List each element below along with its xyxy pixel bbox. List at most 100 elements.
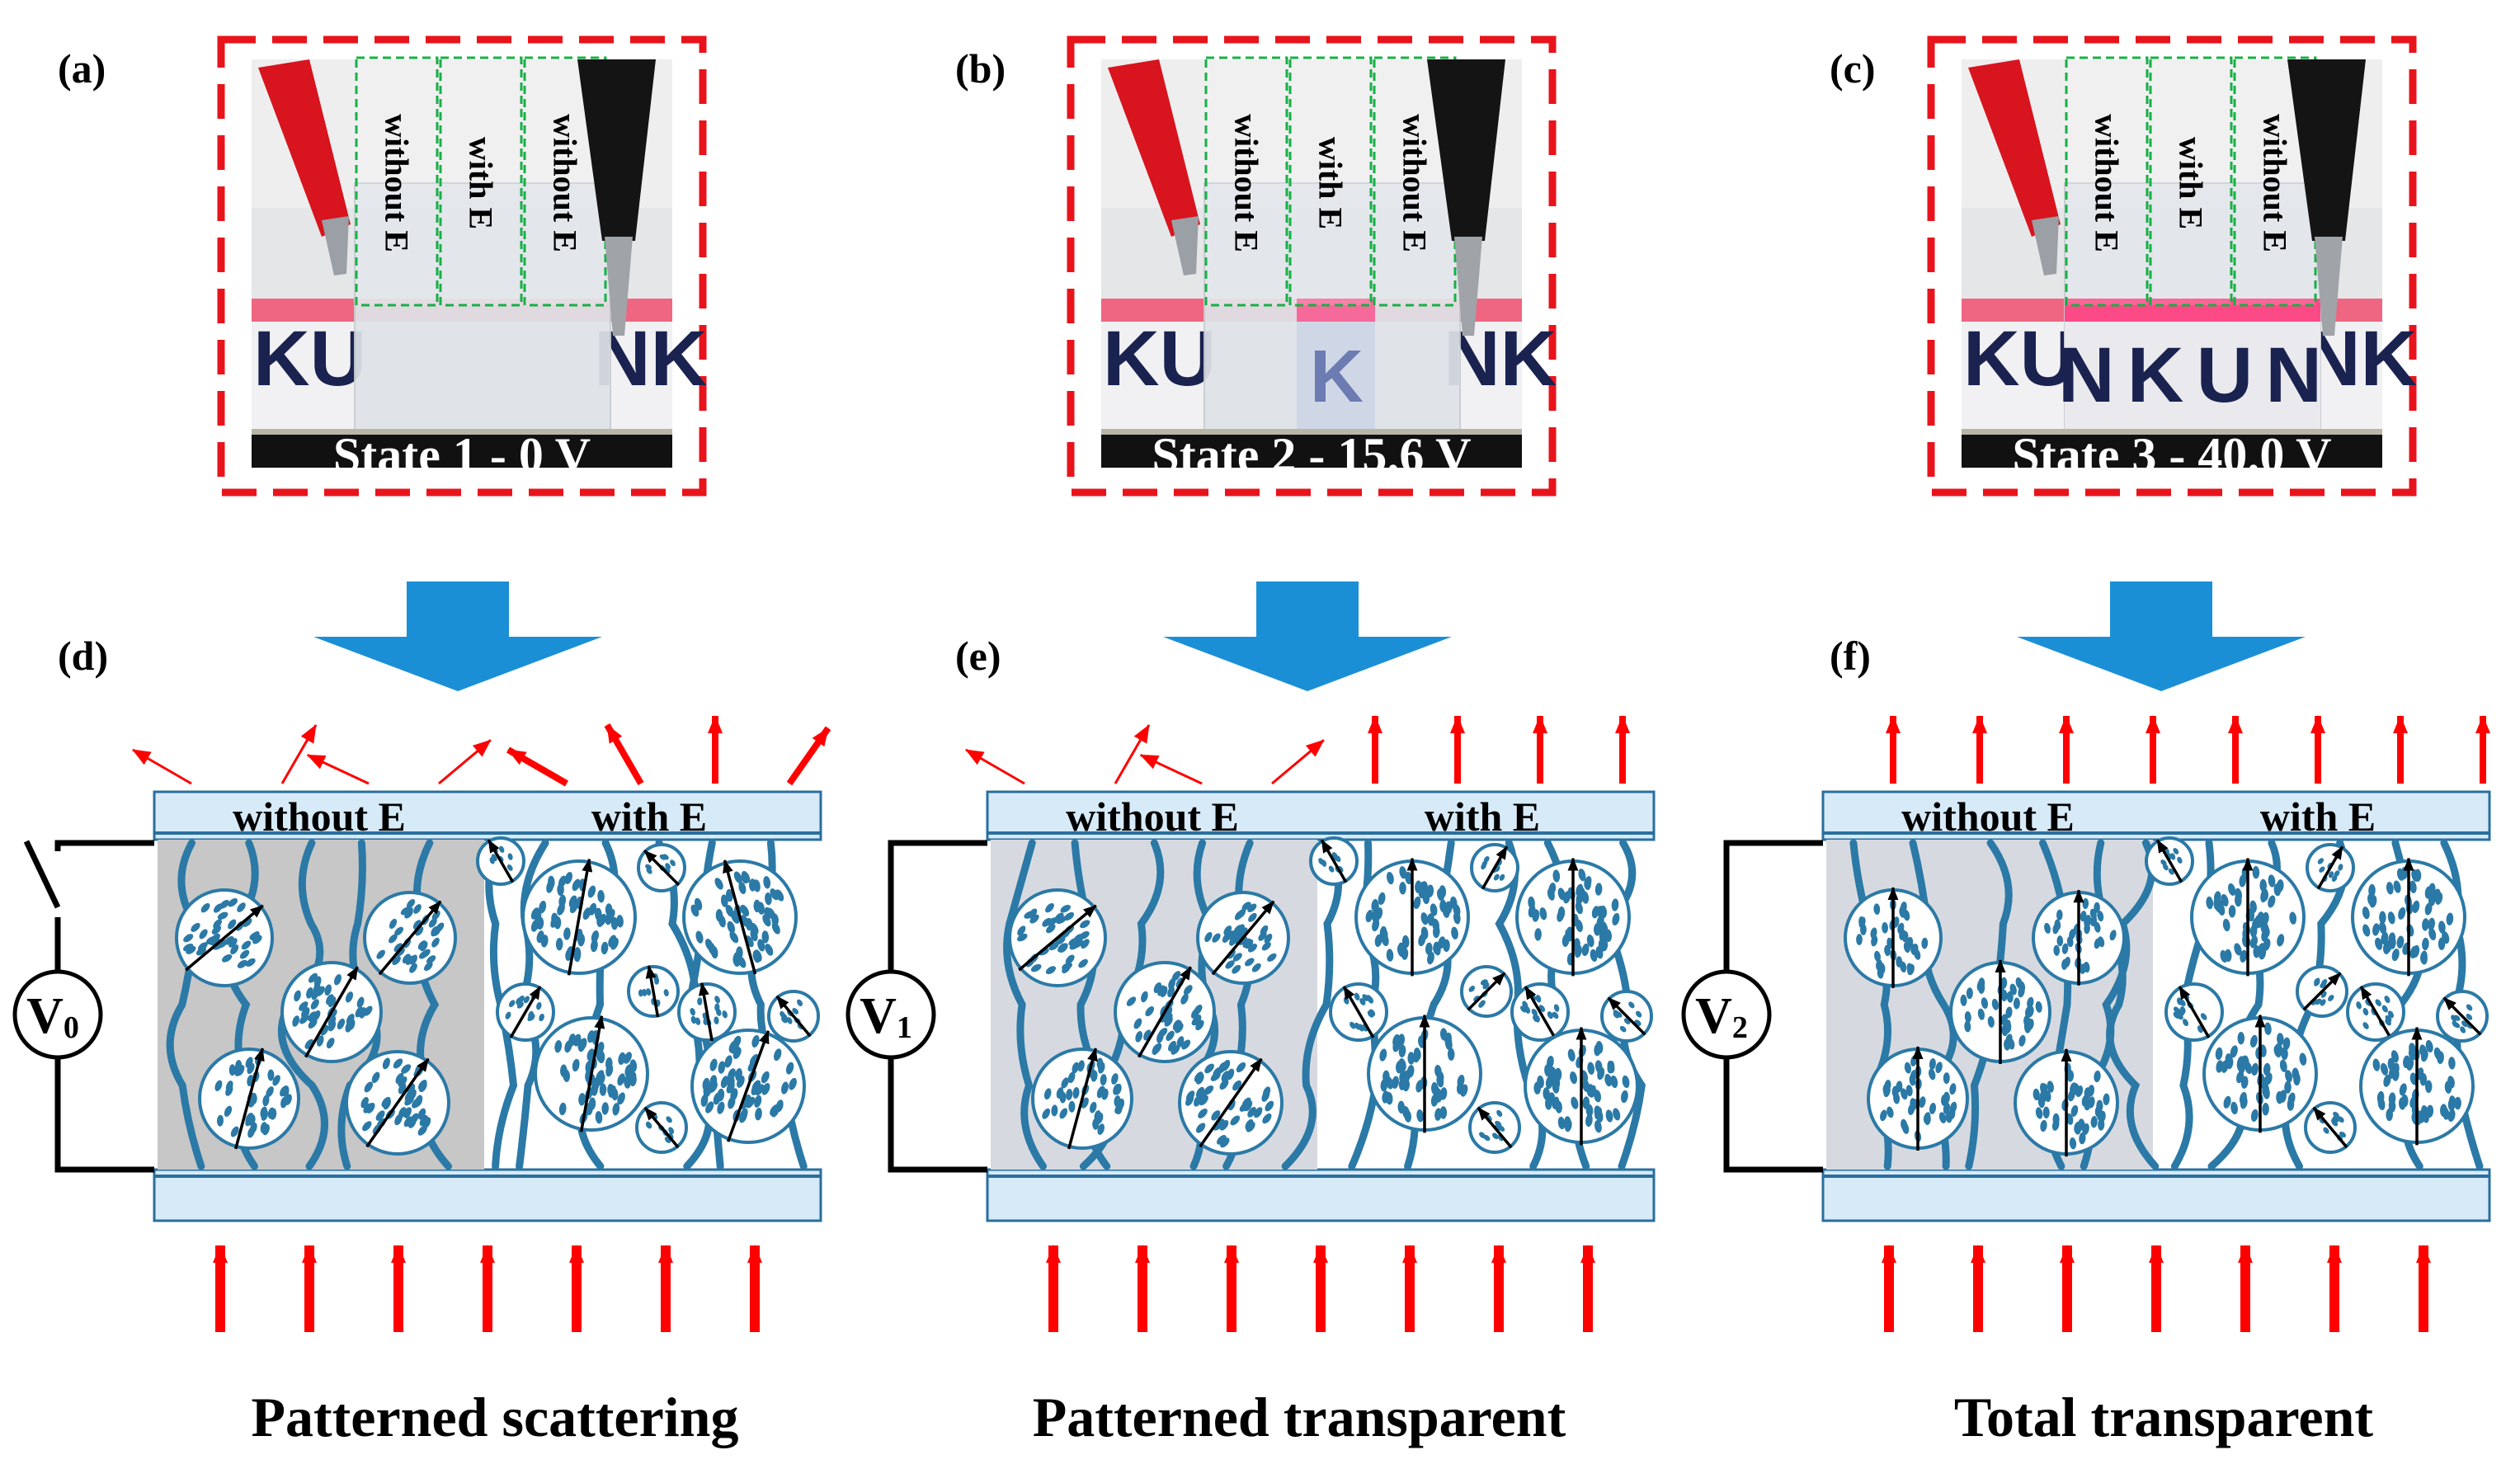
lc-molecule bbox=[751, 1034, 760, 1048]
lc-molecule bbox=[1164, 1016, 1173, 1027]
lc-molecule bbox=[1443, 939, 1450, 953]
transmitted-light-arrow bbox=[1139, 753, 1203, 785]
lc-molecule bbox=[2254, 915, 2263, 929]
lc-molecule bbox=[2362, 1007, 2369, 1016]
lc-droplet bbox=[627, 965, 680, 1018]
region-box-2: with E bbox=[2149, 56, 2233, 307]
lc-molecule bbox=[1399, 882, 1406, 895]
lc-molecule bbox=[1581, 943, 1590, 957]
lc-molecule bbox=[738, 881, 747, 895]
lc-molecule bbox=[629, 1059, 638, 1072]
lc-molecule bbox=[1883, 1085, 1891, 1098]
lc-molecule bbox=[230, 1126, 239, 1137]
lc-molecule bbox=[1402, 1105, 1410, 1119]
director-arrow bbox=[1477, 1106, 1513, 1149]
panel-letter-f: (f) bbox=[1830, 633, 1871, 679]
lc-molecule bbox=[2249, 935, 2258, 949]
circuit-wire-bottom bbox=[54, 1057, 154, 1173]
director-arrow bbox=[304, 966, 360, 1058]
lc-molecule bbox=[1460, 1084, 1468, 1097]
lc-molecule bbox=[1553, 1004, 1560, 1012]
lc-molecule bbox=[2094, 902, 2100, 913]
lc-molecule bbox=[1078, 958, 1088, 968]
lc-molecule bbox=[2018, 1034, 2026, 1047]
lc-molecule bbox=[563, 1069, 571, 1082]
voltage-label: V0 bbox=[26, 988, 79, 1045]
lc-molecule bbox=[1267, 953, 1277, 962]
director-arrow bbox=[2316, 845, 2344, 890]
lc-molecule bbox=[717, 1088, 725, 1102]
lc-molecule bbox=[1181, 1039, 1191, 1050]
lc-molecule bbox=[2080, 911, 2087, 922]
lc-droplet bbox=[521, 858, 637, 976]
lc-molecule bbox=[1919, 1096, 1926, 1109]
bottom-glass bbox=[153, 1168, 822, 1222]
panel-letter-d: (d) bbox=[58, 633, 108, 679]
lc-molecule bbox=[1612, 912, 1620, 926]
lc-droplet bbox=[345, 1050, 450, 1156]
green-dashed-box bbox=[2065, 56, 2149, 307]
lc-molecule bbox=[739, 1110, 747, 1123]
lc-molecule bbox=[308, 1019, 318, 1029]
lc-molecule bbox=[733, 871, 742, 884]
black-clip bbox=[577, 59, 656, 336]
lc-molecule bbox=[714, 1016, 719, 1024]
director-arrow bbox=[1137, 966, 1193, 1058]
lc-molecule bbox=[2220, 949, 2228, 963]
lc-molecule bbox=[2420, 1048, 2428, 1062]
lc-droplet bbox=[175, 888, 274, 987]
lc-molecule bbox=[1873, 950, 1882, 963]
lc-molecule bbox=[1247, 903, 1257, 913]
lc-molecule bbox=[345, 991, 354, 1003]
lc-droplet bbox=[2346, 982, 2405, 1042]
lc-molecule bbox=[1111, 1073, 1119, 1085]
lc-molecule bbox=[2282, 1037, 2291, 1050]
lc-molecule bbox=[1964, 1011, 1971, 1023]
director-arrow bbox=[378, 900, 442, 976]
pattern-stripe bbox=[2065, 299, 2320, 322]
lc-molecule bbox=[709, 1058, 718, 1071]
panel-caption: Patterned transparent bbox=[1033, 1386, 1566, 1448]
lc-molecule bbox=[595, 1111, 603, 1124]
lc-droplet bbox=[2359, 1026, 2475, 1146]
lc-molecule bbox=[668, 1127, 675, 1134]
lc-molecule bbox=[294, 990, 301, 1002]
lc-molecule bbox=[2088, 1096, 2095, 1109]
lc-molecule bbox=[2056, 935, 2064, 947]
lc-molecule bbox=[1198, 1108, 1208, 1118]
lc-molecule bbox=[2096, 1099, 2103, 1112]
director-arrow bbox=[1199, 1057, 1263, 1148]
lc-molecule bbox=[1233, 926, 1241, 938]
lc-molecule bbox=[1042, 917, 1052, 927]
director-arrow bbox=[234, 1048, 265, 1150]
lc-molecule bbox=[1068, 1100, 1076, 1113]
lc-molecule bbox=[2396, 935, 2405, 949]
lc-molecule bbox=[2035, 1001, 2042, 1013]
lc-molecule bbox=[2328, 871, 2334, 878]
lc-molecule bbox=[2262, 911, 2269, 925]
lc-molecule bbox=[2228, 883, 2236, 896]
lc-molecule bbox=[2009, 983, 2017, 996]
lc-molecule bbox=[395, 1072, 404, 1085]
lc-molecule bbox=[213, 919, 222, 929]
lc-molecule bbox=[1367, 996, 1374, 1004]
lc-molecule bbox=[555, 938, 563, 951]
lc-molecule bbox=[1064, 911, 1075, 921]
lc-molecule bbox=[2387, 1010, 2394, 1019]
region-box-2: with E bbox=[1288, 56, 1373, 307]
lc-molecule bbox=[1141, 991, 1148, 1003]
director-arrow bbox=[1018, 904, 1097, 972]
lc-droplet bbox=[635, 1101, 688, 1154]
voltage-subscript: 2 bbox=[1732, 1010, 1748, 1045]
lc-molecule bbox=[1943, 1102, 1951, 1114]
lc-molecule bbox=[2339, 1131, 2347, 1138]
lc-molecule bbox=[1628, 1001, 1635, 1009]
lc-molecule bbox=[2277, 934, 2285, 947]
lc-molecule bbox=[752, 950, 761, 963]
lc-molecule bbox=[1435, 1090, 1444, 1103]
lc-molecule bbox=[1203, 1085, 1214, 1095]
lc-droplet bbox=[534, 1015, 649, 1132]
lc-molecule bbox=[2064, 956, 2070, 968]
voltage-symbol: V bbox=[1695, 988, 1732, 1044]
